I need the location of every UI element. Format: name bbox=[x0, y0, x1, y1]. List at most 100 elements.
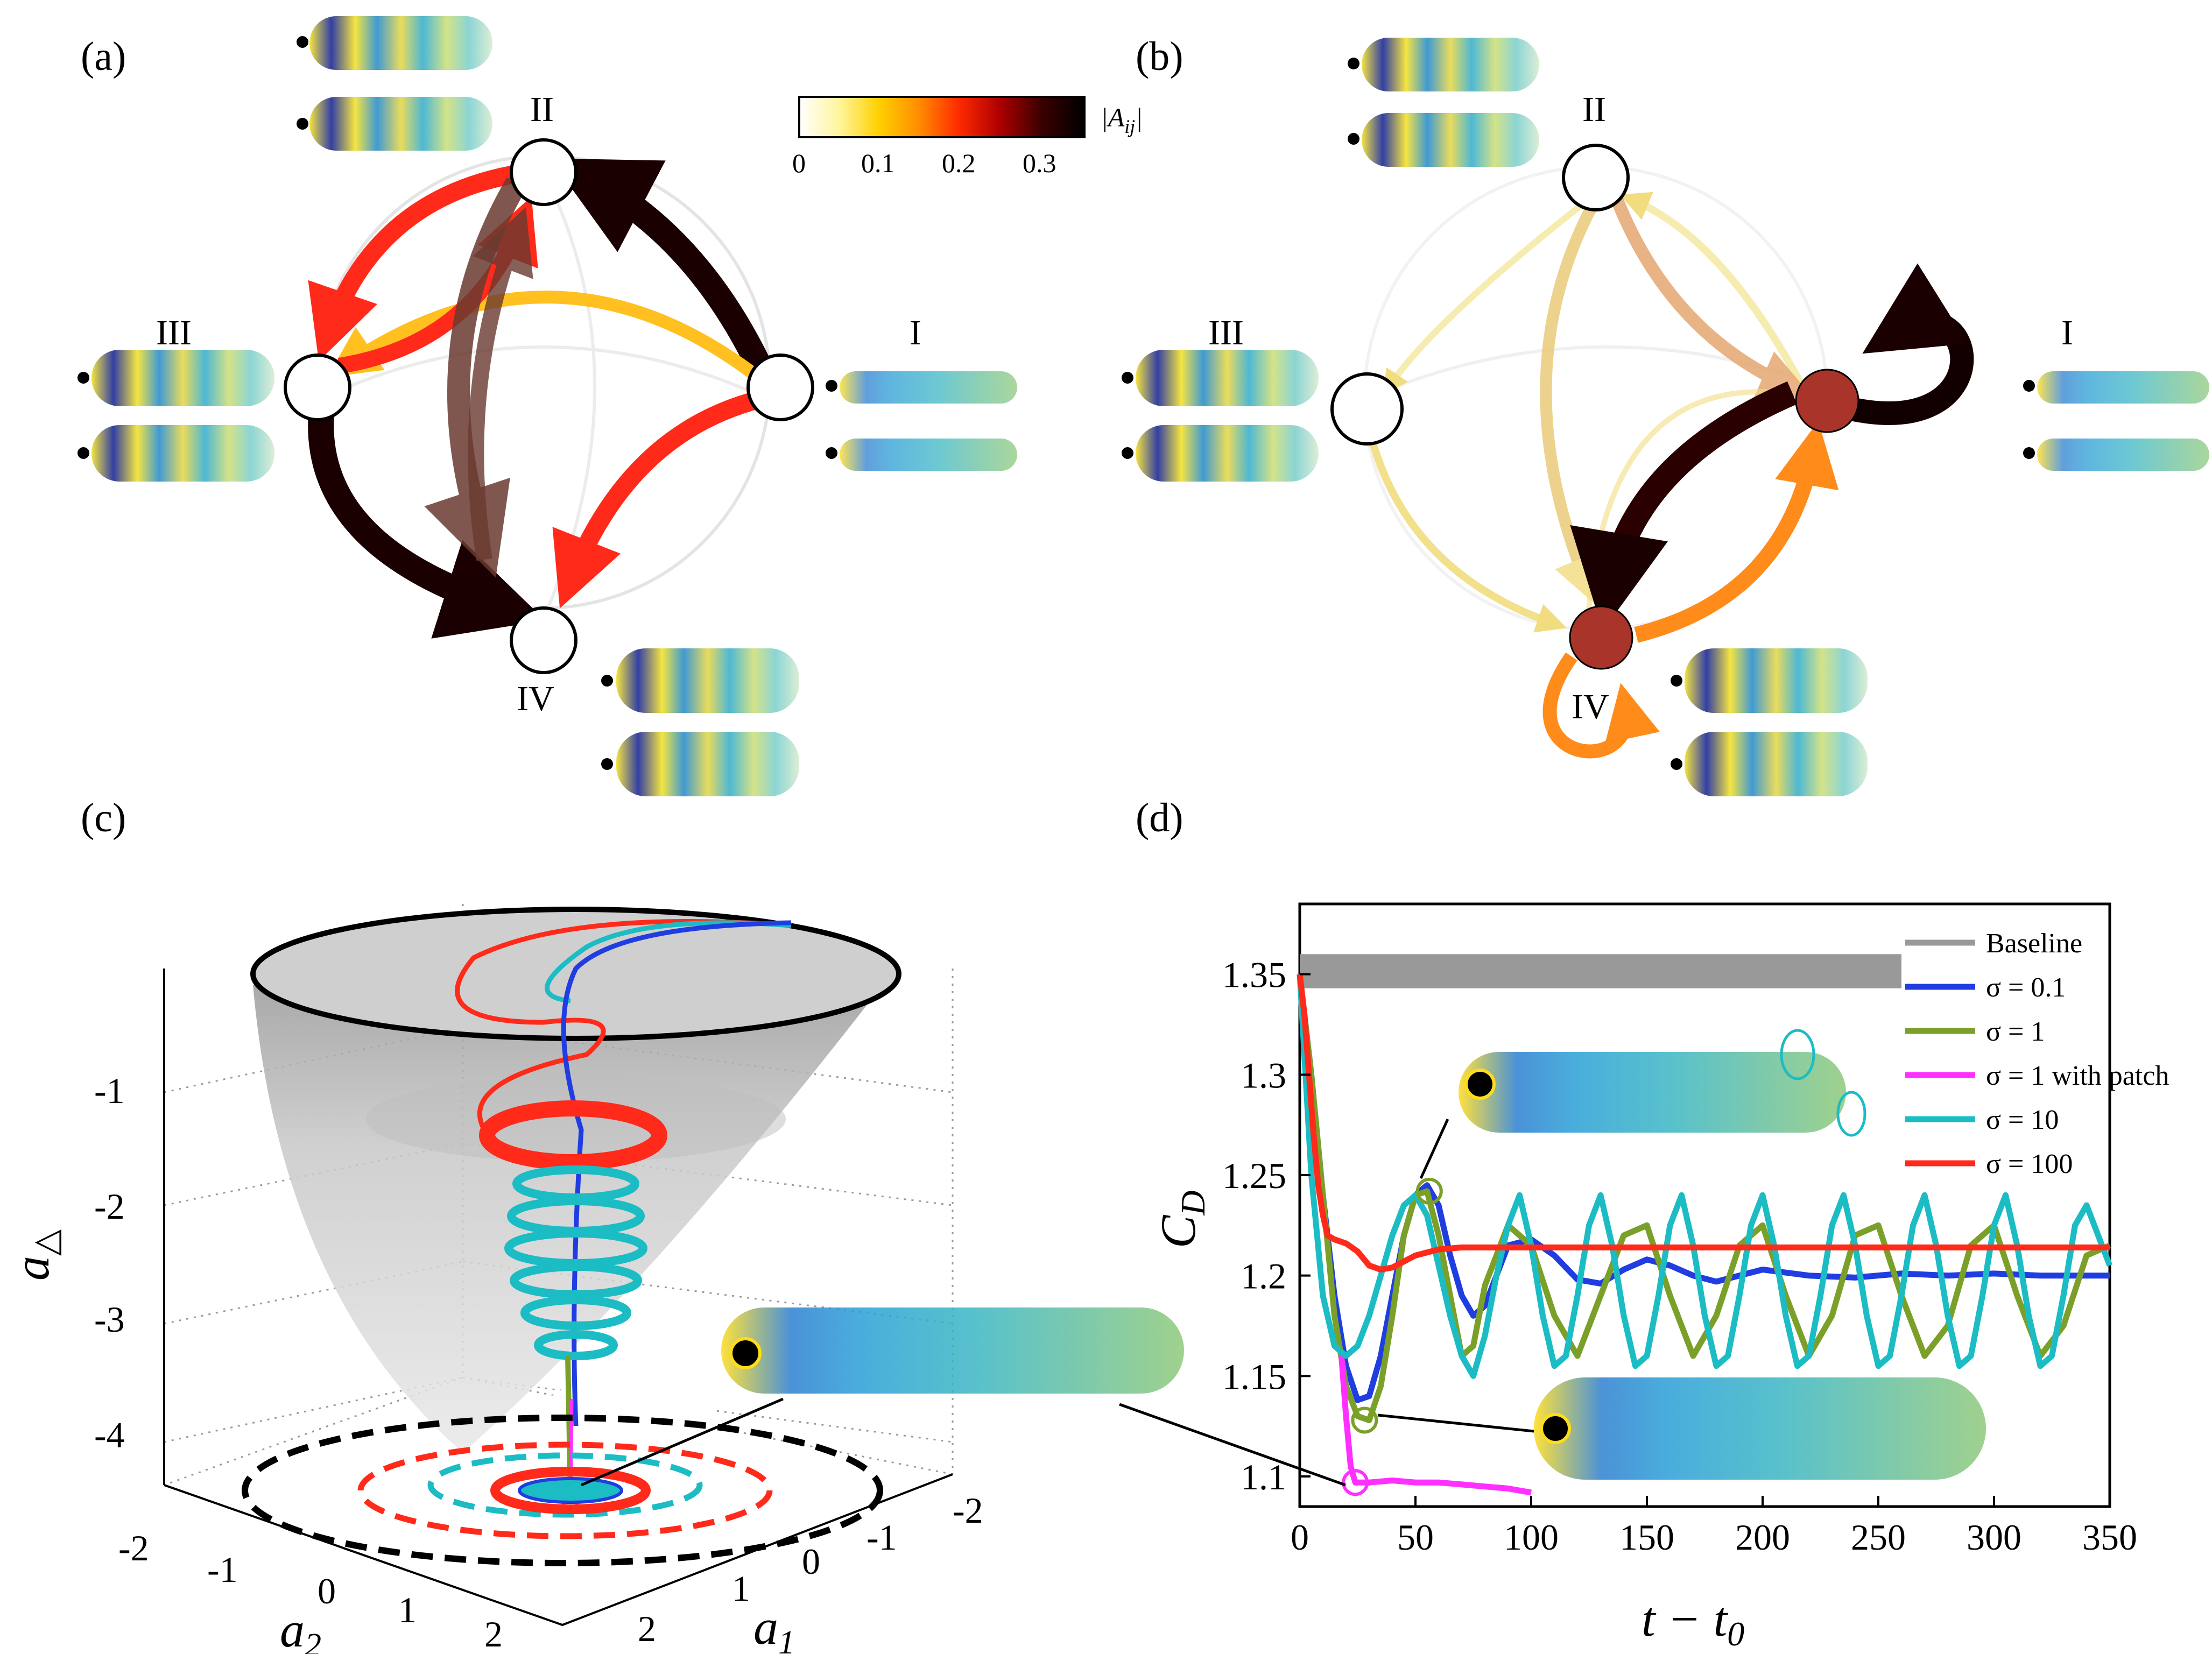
z-axis-label: a△ bbox=[4, 1229, 65, 1281]
series-line-2 bbox=[1297, 974, 2111, 1423]
y-tick-label: 1.35 bbox=[1222, 955, 1286, 995]
x-tick-label: 250 bbox=[1851, 1517, 1906, 1558]
edge-faint bbox=[1540, 201, 1599, 604]
mode-image bbox=[1136, 350, 1319, 406]
colorbar: |Aij| 0 0.1 0.2 0.3 bbox=[792, 96, 1143, 178]
edge-I-IV bbox=[1570, 381, 1798, 631]
x-tick-label: 100 bbox=[1504, 1517, 1559, 1558]
mode-thumbnails-b bbox=[1122, 38, 2209, 796]
edge-I-II bbox=[550, 158, 776, 383]
colorbar-tick: 0.1 bbox=[861, 148, 895, 178]
panel-a: (a) II III I IV bbox=[78, 16, 1143, 796]
edge-IV-IV-selfloop bbox=[1542, 652, 1660, 759]
a1-tick: 2 bbox=[638, 1608, 656, 1649]
mode-image bbox=[1136, 425, 1319, 482]
x-tick-label: 150 bbox=[1619, 1517, 1674, 1558]
y-tick-label: 1.1 bbox=[1241, 1457, 1286, 1497]
floor-projections bbox=[242, 1415, 883, 1566]
a2-axis-label: a2 bbox=[280, 1602, 321, 1654]
panel-c-label: (c) bbox=[81, 795, 126, 840]
a1-tick: 1 bbox=[732, 1568, 750, 1609]
trajectory-sigma-10 bbox=[545, 920, 792, 1003]
node-II bbox=[510, 138, 577, 206]
node-I-label: I bbox=[2061, 313, 2073, 352]
colorbar-gradient bbox=[798, 96, 1086, 138]
vortex bbox=[1836, 1091, 1866, 1137]
series-line-1 bbox=[1297, 974, 2110, 1403]
point-marker bbox=[1342, 1469, 1369, 1496]
a2-tick: 1 bbox=[398, 1589, 417, 1630]
z-tick: -4 bbox=[94, 1415, 125, 1455]
node-II-label: II bbox=[530, 90, 554, 129]
edge-I-I-selfloop bbox=[1849, 263, 1974, 425]
wake-inset-d1 bbox=[1419, 1029, 1866, 1179]
y-tick-label: 1.15 bbox=[1222, 1356, 1286, 1397]
mode-image bbox=[309, 16, 492, 70]
a2-tick: 0 bbox=[318, 1571, 336, 1611]
mode-image bbox=[1362, 38, 1539, 91]
y-axis-label: CD bbox=[1151, 1190, 1212, 1248]
node-I bbox=[1795, 369, 1859, 433]
edge-faint bbox=[1619, 192, 1807, 390]
x-tick-label: 300 bbox=[1967, 1517, 2021, 1558]
y-tick-label: 1.25 bbox=[1222, 1155, 1286, 1196]
cylinder-marker bbox=[1464, 1069, 1496, 1100]
vortex bbox=[1780, 1029, 1815, 1080]
projection-center bbox=[518, 1477, 623, 1504]
mode-image bbox=[91, 425, 274, 482]
panel-d-label: (d) bbox=[1136, 795, 1184, 840]
baseline-band bbox=[1300, 954, 1901, 988]
faint-edge bbox=[333, 345, 755, 394]
mode-image bbox=[1362, 113, 1539, 167]
y-tick-label: 1.2 bbox=[1241, 1256, 1286, 1297]
red-limit-cycle bbox=[479, 1100, 667, 1170]
edge-faint bbox=[1363, 419, 1567, 633]
point-marker bbox=[1415, 1177, 1443, 1205]
panel-b: (b) II III I IV bbox=[1122, 34, 2209, 796]
edge-IV-II bbox=[468, 207, 533, 561]
projection-red-inner bbox=[490, 1467, 651, 1514]
projection-cyan bbox=[427, 1452, 703, 1518]
point-marker bbox=[1351, 1406, 1378, 1434]
inset-pointer bbox=[1377, 1413, 1534, 1433]
node-IV-label: IV bbox=[1572, 687, 1609, 726]
panel-c: (c) bbox=[4, 795, 1184, 1654]
panel-a-label: (a) bbox=[81, 34, 126, 79]
a2-tick: -2 bbox=[118, 1528, 149, 1568]
mode-image bbox=[840, 439, 1017, 471]
wake-inset-d2 bbox=[1377, 1377, 1986, 1480]
wake-snapshot bbox=[1534, 1377, 1986, 1480]
series-lines bbox=[1297, 974, 2113, 1496]
mode-thumbnails-a bbox=[78, 16, 1017, 796]
node-III bbox=[284, 354, 351, 421]
mode-image bbox=[616, 648, 799, 713]
inset-pointer bbox=[1419, 1118, 1449, 1179]
inset-pointer bbox=[581, 1397, 784, 1487]
colorbar-label: |Aij| bbox=[1101, 102, 1143, 137]
z-tick: -1 bbox=[94, 1070, 125, 1111]
x-tick-label: 350 bbox=[2082, 1517, 2137, 1558]
colorbar-tick: 0.2 bbox=[942, 148, 976, 178]
node-III-label: III bbox=[156, 313, 192, 352]
wake-snapshot bbox=[721, 1307, 1184, 1394]
cylinder-marker bbox=[1540, 1413, 1571, 1444]
legend-label: σ = 0.1 bbox=[1986, 972, 2066, 1003]
x-tick-label: 50 bbox=[1397, 1517, 1434, 1558]
z-tick: -2 bbox=[94, 1186, 125, 1227]
x-axis-label: t − t0 bbox=[1642, 1592, 1744, 1653]
z-tick: -3 bbox=[94, 1299, 125, 1340]
surface-cutout bbox=[463, 1291, 716, 1453]
legend-label: Baseline bbox=[1986, 928, 2082, 959]
mode-image bbox=[309, 97, 492, 151]
projection-black bbox=[242, 1415, 883, 1566]
node-IV bbox=[510, 606, 577, 674]
edge-II-III bbox=[308, 163, 529, 362]
mode-image bbox=[91, 350, 274, 406]
panel-b-label: (b) bbox=[1136, 34, 1184, 79]
mode-image bbox=[840, 371, 1017, 404]
